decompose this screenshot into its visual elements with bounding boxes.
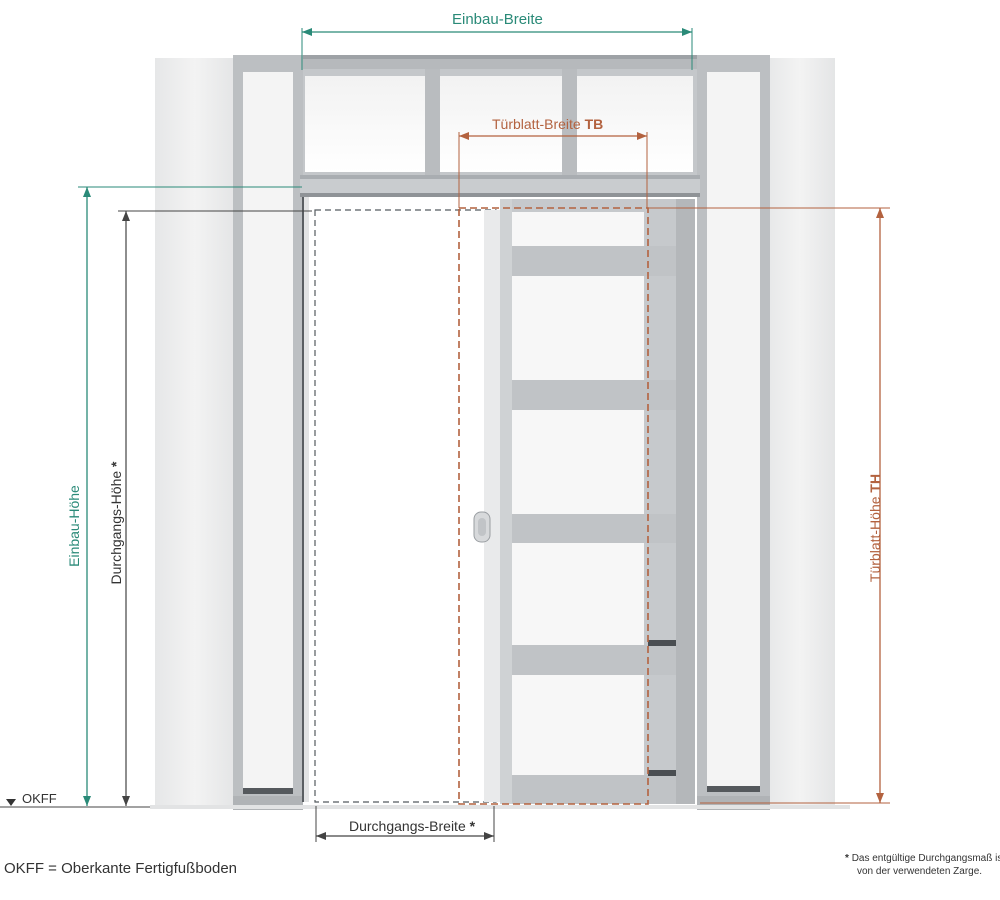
door-leaf-size-outline xyxy=(458,207,649,805)
einbau-breite-dimension xyxy=(301,28,693,70)
door-handle xyxy=(473,511,491,543)
tuerblatt-breite-label: Türblatt-Breite TB xyxy=(492,116,603,132)
durchgangs-hoehe-dimension xyxy=(118,210,312,806)
tuerblatt-breite-text: Türblatt-Breite xyxy=(492,116,585,132)
footnote: * Das entgültige Durchgangsmaß ist a von… xyxy=(845,852,1000,878)
okff-line xyxy=(0,799,150,808)
tuerblatt-hoehe-text: Türblatt-Höhe xyxy=(867,492,883,583)
einbau-breite-text: Einbau-Breite xyxy=(452,11,543,28)
durchgangs-breite-label: Durchgangs-Breite * xyxy=(349,818,475,834)
okff-label: OKFF xyxy=(22,791,57,806)
outer-frame xyxy=(233,55,770,810)
durchgangs-hoehe-text: Durchgangs-Höhe xyxy=(108,470,124,585)
einbau-hoehe-dimension xyxy=(78,186,302,806)
footnote-line2: von der verwendeten Zarge. xyxy=(857,866,983,877)
wall-left xyxy=(155,58,235,808)
footnote-line1: Das entgültige Durchgangsmaß ist a xyxy=(851,853,1000,864)
okff-definition: OKFF = Oberkante Fertigfußboden xyxy=(4,860,237,877)
durchgangs-breite-dimension xyxy=(315,806,495,842)
durchgangs-hoehe-label: Durchgangs-Höhe * xyxy=(108,458,124,588)
tuerblatt-hoehe-label: Türblatt-Höhe TH xyxy=(867,463,883,593)
header-bays xyxy=(303,69,697,177)
durchgangs-hoehe-star: * xyxy=(108,461,124,467)
tuerblatt-hoehe-abbr: TH xyxy=(867,473,883,493)
durchgangs-breite-text: Durchgangs-Breite xyxy=(349,818,466,834)
tuerblatt-breite-abbr: TB xyxy=(584,116,604,132)
okff-text: OKFF xyxy=(22,791,57,806)
einbau-breite-label: Einbau-Breite xyxy=(452,11,543,28)
door-track xyxy=(300,175,700,197)
durchgangs-breite-star: * xyxy=(469,818,476,834)
okff-marker-icon xyxy=(6,799,16,806)
tuerblatt-hoehe-dimension xyxy=(648,207,890,804)
einbau-hoehe-label: Einbau-Höhe xyxy=(66,476,82,576)
tuerblatt-breite-dimension xyxy=(458,132,648,208)
okff-definition-text: OKFF = Oberkante Fertigfußboden xyxy=(4,860,238,877)
floor-line xyxy=(150,805,850,809)
einbau-hoehe-text: Einbau-Höhe xyxy=(66,485,82,567)
pocket-cassette xyxy=(500,199,695,804)
door-leaf-outline xyxy=(314,209,500,803)
door-opening xyxy=(302,197,503,802)
footnote-star: * xyxy=(845,853,849,864)
wall-right xyxy=(765,58,835,808)
